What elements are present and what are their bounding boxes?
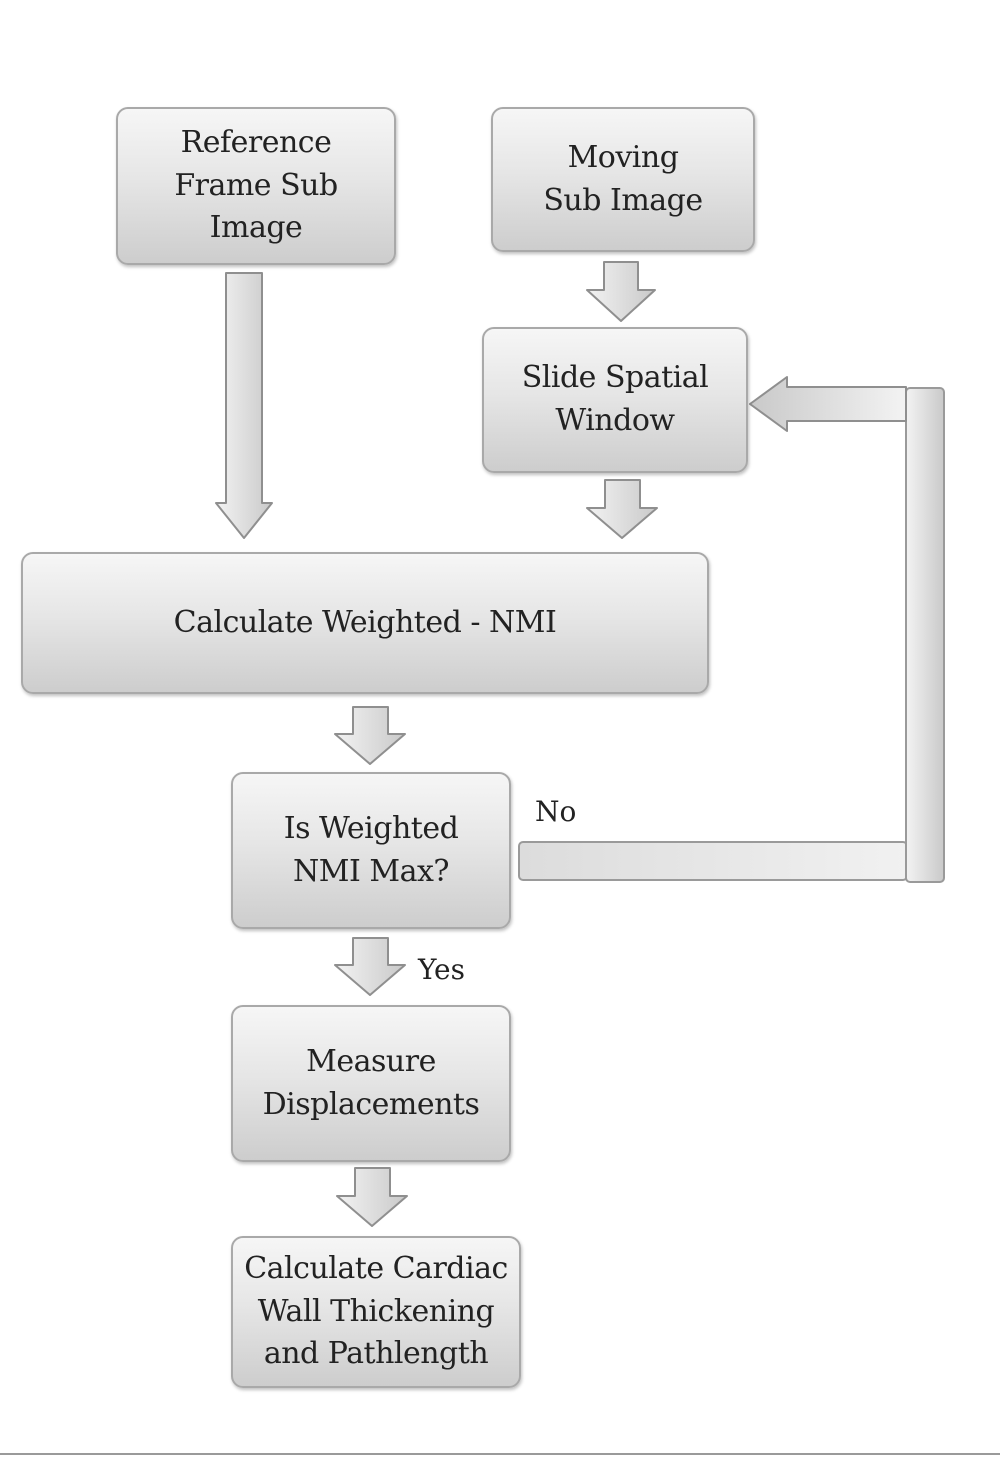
arrow-moving-to-slide (586, 261, 656, 322)
arrow-feedback-to-slide (749, 376, 907, 432)
edge-label-no: No (535, 795, 577, 828)
feedback-vertical-bar (905, 387, 945, 883)
edge-label-yes: Yes (418, 953, 465, 986)
node-ismax-label: Is Weighted NMI Max? (283, 810, 459, 889)
node-is-weighted-nmi-max: Is Weighted NMI Max? (231, 772, 511, 929)
node-measure-displacements: Measure Displacements (231, 1005, 511, 1162)
node-reference-label: Reference Frame Sub Image (174, 125, 338, 246)
node-slide-spatial-window: Slide Spatial Window (482, 327, 748, 473)
node-calculate-weighted-nmi: Calculate Weighted - NMI (21, 552, 709, 694)
arrow-measure-to-cardiac (336, 1167, 408, 1227)
feedback-horizontal-bar (518, 841, 908, 881)
node-reference-frame-sub-image: Reference Frame Sub Image (116, 107, 396, 265)
node-slide-label: Slide Spatial Window (521, 360, 709, 438)
arrow-ismax-to-measure (334, 937, 406, 996)
divider-line (0, 1453, 1000, 1455)
arrow-calculate-to-ismax (334, 706, 406, 765)
node-moving-sub-image: Moving Sub Image (491, 107, 755, 252)
node-cardiac-label: Calculate Cardiac Wall Thickening and Pa… (244, 1251, 508, 1372)
node-calc-nmi-label: Calculate Weighted - NMI (173, 604, 557, 640)
node-measure-label: Measure Displacements (262, 1043, 480, 1122)
arrow-slide-to-calculate (586, 479, 658, 539)
arrow-reference-to-calculate (215, 272, 273, 539)
node-calculate-cardiac-wall: Calculate Cardiac Wall Thickening and Pa… (231, 1236, 521, 1388)
node-moving-label: Moving Sub Image (543, 139, 703, 218)
